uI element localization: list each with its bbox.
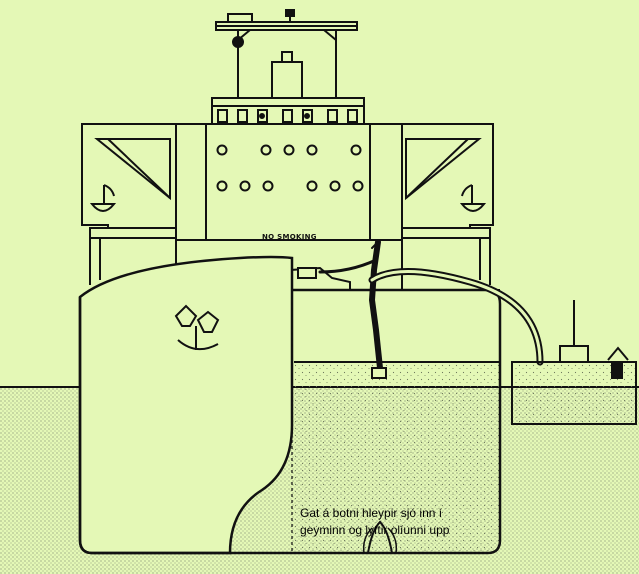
caption-line-2: geyminn og lyftir olíunni upp — [300, 523, 450, 537]
cargo-hose — [318, 239, 544, 379]
tanker-hull — [78, 255, 502, 555]
lifeboat-starboard — [401, 184, 491, 285]
no-smoking-sign: NO SMOKING — [262, 233, 317, 241]
bridge-windows — [217, 109, 358, 123]
funnel — [271, 51, 303, 99]
portholes — [216, 144, 364, 192]
caption-line-1: Gat á botni hleypir sjó inn í — [300, 506, 443, 520]
anchor-icon — [174, 304, 220, 351]
oil-barge — [511, 300, 637, 425]
lifeboat-port — [89, 184, 177, 285]
radar-mast — [215, 9, 358, 100]
diagram-caption: Gat á botni hleypir sjó inn í geyminn og… — [300, 505, 500, 539]
superstructure — [81, 97, 494, 241]
